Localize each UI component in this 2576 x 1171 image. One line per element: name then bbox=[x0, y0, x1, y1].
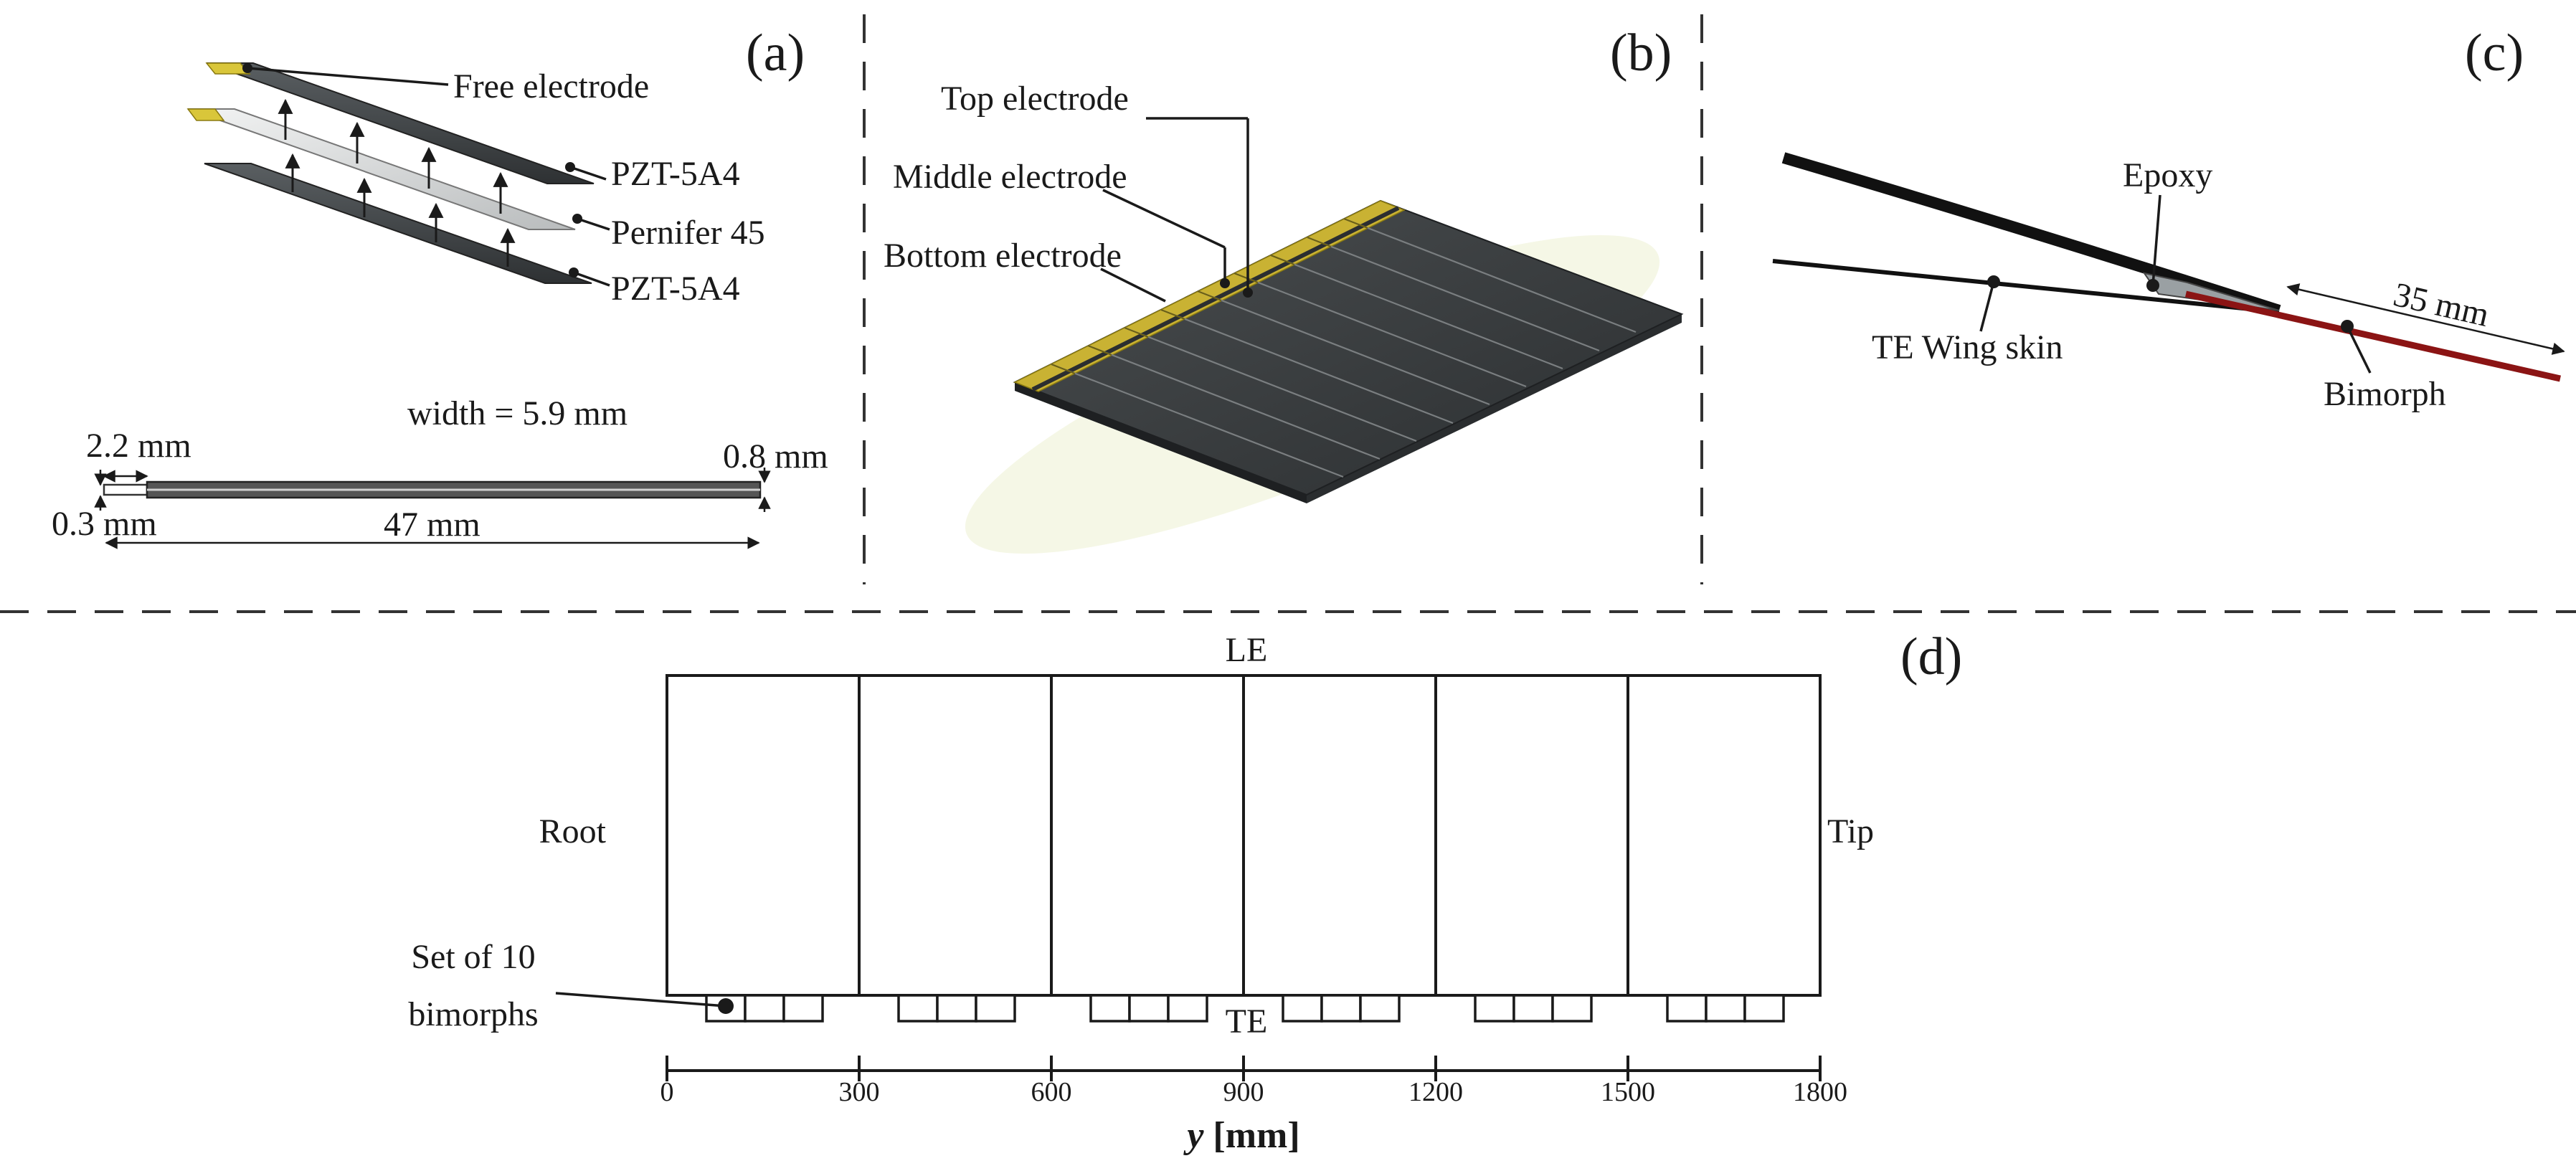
leader-skin bbox=[1979, 281, 1995, 332]
leader-bimorph-set bbox=[555, 992, 726, 1008]
label-bimorphs: bimorphs bbox=[408, 995, 538, 1033]
bimorph-set-4 bbox=[1282, 994, 1401, 1023]
panel-c-tag: (c) bbox=[2465, 24, 2524, 82]
wing-section-1 bbox=[666, 674, 861, 997]
panel-b-tag: (b) bbox=[1610, 24, 1672, 82]
wing-section-5 bbox=[1434, 674, 1629, 997]
tick-label-0: 0 bbox=[660, 1077, 674, 1107]
label-overhang: 2.2 mm bbox=[86, 427, 191, 465]
label-bimorph: Bimorph bbox=[2324, 375, 2446, 413]
leader-pernifer bbox=[577, 217, 610, 231]
wing-section-2 bbox=[858, 674, 1053, 997]
axis-tick-labels: 0 300 600 900 1200 1500 1800 bbox=[660, 1077, 1848, 1107]
wing-section-3 bbox=[1050, 674, 1245, 997]
wing-section-4 bbox=[1242, 674, 1437, 997]
leader-free-electrode bbox=[247, 67, 449, 86]
panel-a: (a) bbox=[52, 24, 828, 549]
tick-label-1500: 1500 bbox=[1601, 1077, 1655, 1107]
leader-dot-pzt-top bbox=[565, 162, 575, 172]
axis-ticks bbox=[666, 1056, 1822, 1081]
label-root: Root bbox=[539, 812, 607, 850]
pzt-layer-bottom bbox=[204, 163, 592, 284]
label-top-electrode: Top electrode bbox=[941, 80, 1129, 118]
leader-dot-free-electrode bbox=[242, 63, 252, 73]
bimorph-set-1 bbox=[705, 994, 824, 1023]
panel-d-tag: (d) bbox=[1900, 627, 1962, 686]
tick-label-1800: 1800 bbox=[1793, 1077, 1847, 1107]
panel-a-tag: (a) bbox=[746, 24, 805, 82]
label-end-thickness: 0.8 mm bbox=[723, 437, 828, 475]
leader-dot-pernifer bbox=[572, 214, 582, 224]
lower-skin bbox=[1772, 259, 2280, 314]
wing-planform bbox=[666, 674, 1822, 997]
label-epoxy: Epoxy bbox=[2123, 156, 2212, 194]
panel-b: (b) bbox=[884, 24, 1684, 554]
label-te: TE bbox=[1226, 1002, 1268, 1040]
axis-unit: [mm] bbox=[1203, 1115, 1299, 1156]
tick-label-300: 300 bbox=[839, 1077, 880, 1107]
bimorph-array-plate bbox=[1013, 199, 1684, 503]
panel-c: (c) 35 mm Epoxy TE Wing skin Bimorph bbox=[1772, 24, 2565, 413]
te-cross-section bbox=[1772, 152, 2561, 382]
tick-label-600: 600 bbox=[1031, 1077, 1072, 1107]
pernifer-overhang bbox=[103, 483, 148, 496]
axis-var: y bbox=[1183, 1115, 1204, 1156]
wing-section-6 bbox=[1626, 674, 1822, 997]
bimorph-separators bbox=[1051, 217, 1637, 478]
tick-label-1200: 1200 bbox=[1408, 1077, 1463, 1107]
label-pzt-top: PZT-5A4 bbox=[611, 155, 740, 193]
label-tip: Tip bbox=[1827, 812, 1874, 850]
leader-epoxy bbox=[2151, 194, 2161, 286]
label-free-electrode: Free electrode bbox=[453, 67, 649, 105]
bimorph-side-view: width = 5.9 mm 2.2 mm 0.3 mm 0.8 mm 47 m… bbox=[52, 394, 828, 549]
label-35mm: 35 mm bbox=[2390, 275, 2493, 334]
label-set-of-10: Set of 10 bbox=[411, 938, 535, 976]
bimorph-set-2 bbox=[897, 994, 1016, 1023]
leader-pzt-bottom bbox=[573, 271, 610, 287]
label-te-wing-skin: TE Wing skin bbox=[1872, 328, 2063, 366]
label-width: width = 5.9 mm bbox=[407, 394, 628, 432]
poling-arrows bbox=[278, 98, 516, 267]
label-bottom-electrode: Bottom electrode bbox=[884, 237, 1122, 275]
label-pzt-bottom: PZT-5A4 bbox=[611, 270, 740, 308]
upper-skin bbox=[1781, 152, 2281, 316]
bimorph-set-3 bbox=[1089, 994, 1208, 1023]
label-middle-electrode: Middle electrode bbox=[893, 158, 1127, 196]
y-axis: 0 300 600 900 1200 1500 1800 y [mm] bbox=[660, 1056, 1848, 1156]
label-le: LE bbox=[1226, 631, 1268, 669]
panel-d: (d) LE TE Root Tip Set of 10 bimorphs bbox=[408, 627, 1962, 1156]
dim-35mm bbox=[2286, 283, 2565, 355]
bimorph-set-5 bbox=[1474, 994, 1593, 1023]
label-length: 47 mm bbox=[384, 506, 480, 544]
leader-bimorph bbox=[2346, 326, 2372, 374]
leader-dot-pzt-bottom bbox=[569, 267, 579, 278]
pernifer-gold-tab bbox=[186, 108, 225, 121]
bimorph-set-6 bbox=[1666, 994, 1785, 1023]
leader-pzt-top bbox=[569, 166, 607, 181]
bimorph-sets bbox=[705, 994, 1785, 1023]
leader-bottom-electrode bbox=[1100, 267, 1166, 303]
panel-dividers bbox=[0, 14, 2576, 613]
axis-title: y [mm] bbox=[1183, 1115, 1299, 1156]
bimorph-stack: Free electrode PZT-5A4 Pernifer 45 PZT-5… bbox=[186, 62, 765, 308]
label-pernifer: Pernifer 45 bbox=[611, 214, 765, 252]
label-thickness: 0.3 mm bbox=[52, 505, 157, 543]
tick-label-900: 900 bbox=[1223, 1077, 1264, 1107]
free-electrode-tab bbox=[205, 62, 251, 75]
